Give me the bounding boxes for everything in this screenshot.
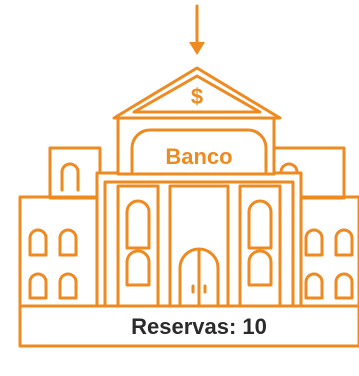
reserves-label: Reservas: 10 bbox=[131, 314, 267, 339]
arrow-down-icon bbox=[189, 4, 205, 55]
dollar-icon: $ bbox=[191, 84, 203, 109]
bank-building-icon bbox=[18, 66, 359, 348]
bank-name-label: Banco bbox=[165, 144, 232, 169]
